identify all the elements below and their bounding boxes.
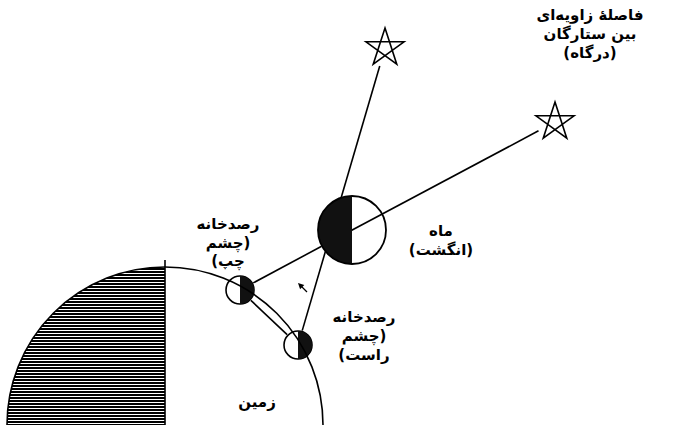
- observatory-outline: [284, 331, 312, 359]
- node-label: فاصلهٔ زاویه‌ای بین ستارگان (درگاه): [528, 6, 653, 62]
- observatory-circle: رصدخانه (چشم راست): [283, 330, 313, 360]
- terminator-line: [164, 260, 166, 425]
- moon-dark-half: [318, 196, 352, 264]
- node-label: زمین: [222, 393, 292, 412]
- shape-outline: [363, 26, 407, 70]
- shape-outline: [283, 330, 313, 360]
- shape-outline: [317, 195, 387, 265]
- night-side: [7, 267, 165, 425]
- moon-outline: [318, 196, 386, 264]
- node-label: ماه (انگشت): [405, 222, 477, 260]
- parallax-arrowhead: [298, 283, 304, 289]
- moon-circle: ماه (انگشت): [317, 195, 387, 265]
- star-symbol: [536, 102, 574, 138]
- star-symbol: فاصلهٔ زاویه‌ای بین ستارگان (درگاه): [363, 26, 407, 70]
- node-label: رصدخانه (چشم چپ): [188, 215, 268, 271]
- node-label: رصدخانه (چشم راست): [318, 308, 410, 364]
- earth-shape: زمین: [5, 265, 325, 425]
- observatory-circle: رصدخانه (چشم چپ): [225, 275, 255, 305]
- star-outline: [366, 28, 404, 64]
- dark-half: [298, 331, 312, 359]
- shape-outline: [225, 275, 255, 305]
